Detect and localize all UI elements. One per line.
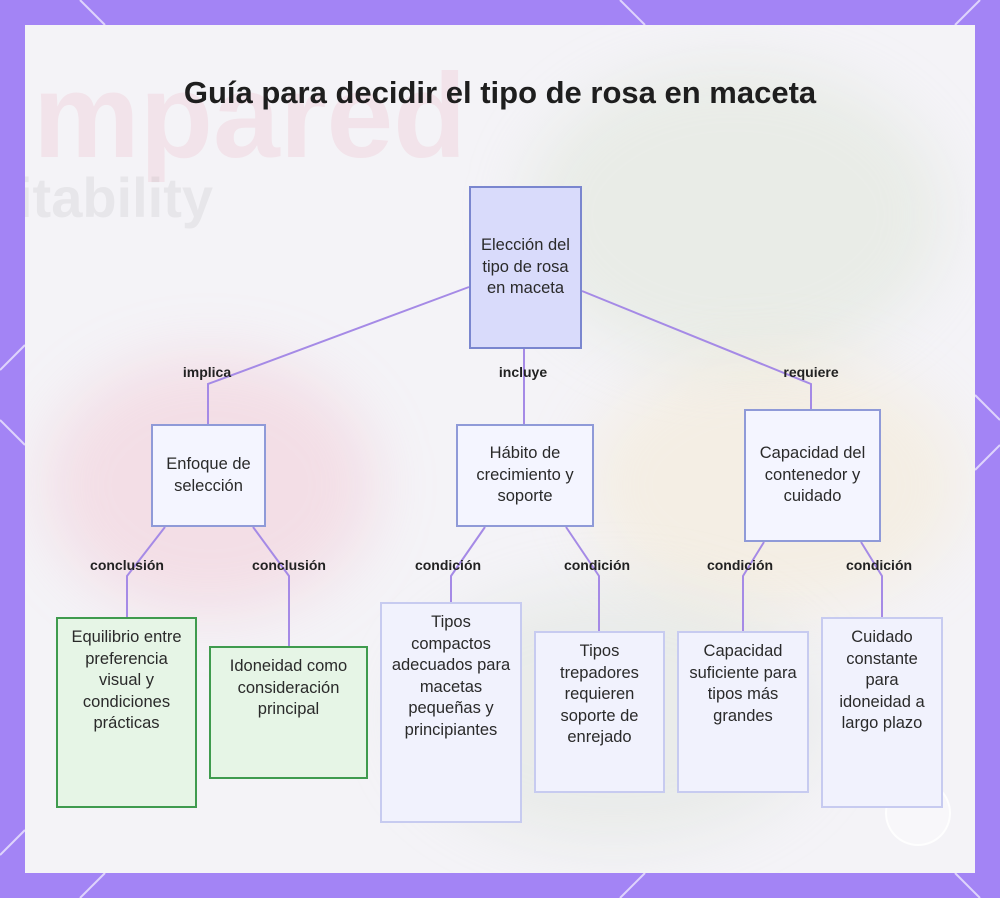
node-suficiente: Capacidad suficiente para tipos más gran… xyxy=(677,631,809,793)
node-compactos: Tipos compactos adecuados para macetas p… xyxy=(380,602,522,823)
edge-label-conclusion-1: conclusión xyxy=(90,557,164,573)
edge-label-incluye: incluye xyxy=(499,364,547,380)
node-root: Elección del tipo de rosa en maceta xyxy=(469,186,582,349)
node-habito: Hábito de crecimiento y soporte xyxy=(456,424,594,527)
edge-label-condicion-2: condición xyxy=(564,557,630,573)
edge-label-implica: implica xyxy=(183,364,231,380)
edge-root-enfoque xyxy=(208,287,469,424)
node-cuidado: Cuidado constante para idoneidad a largo… xyxy=(821,617,943,808)
node-enfoque: Enfoque de selección xyxy=(151,424,266,527)
node-trepadores: Tipos trepadores requieren soporte de en… xyxy=(534,631,665,793)
edge-capacidad-suficiente xyxy=(743,542,764,631)
node-idoneidad: Idoneidad como consideración principal xyxy=(209,646,368,779)
edge-capacidad-cuidado xyxy=(861,542,882,617)
node-capacidad: Capacidad del contenedor y cuidado xyxy=(744,409,881,542)
node-equilibrio: Equilibrio entre preferencia visual y co… xyxy=(56,617,197,808)
edge-label-condicion-3: condición xyxy=(707,557,773,573)
edge-habito-trepadores xyxy=(566,527,599,631)
edge-label-requiere: requiere xyxy=(783,364,838,380)
edge-label-conclusion-2: conclusión xyxy=(252,557,326,573)
edge-label-condicion-1: condición xyxy=(415,557,481,573)
edge-label-condicion-4: condición xyxy=(846,557,912,573)
edge-root-capacidad xyxy=(582,291,811,409)
edge-enfoque-idoneidad xyxy=(253,527,289,646)
